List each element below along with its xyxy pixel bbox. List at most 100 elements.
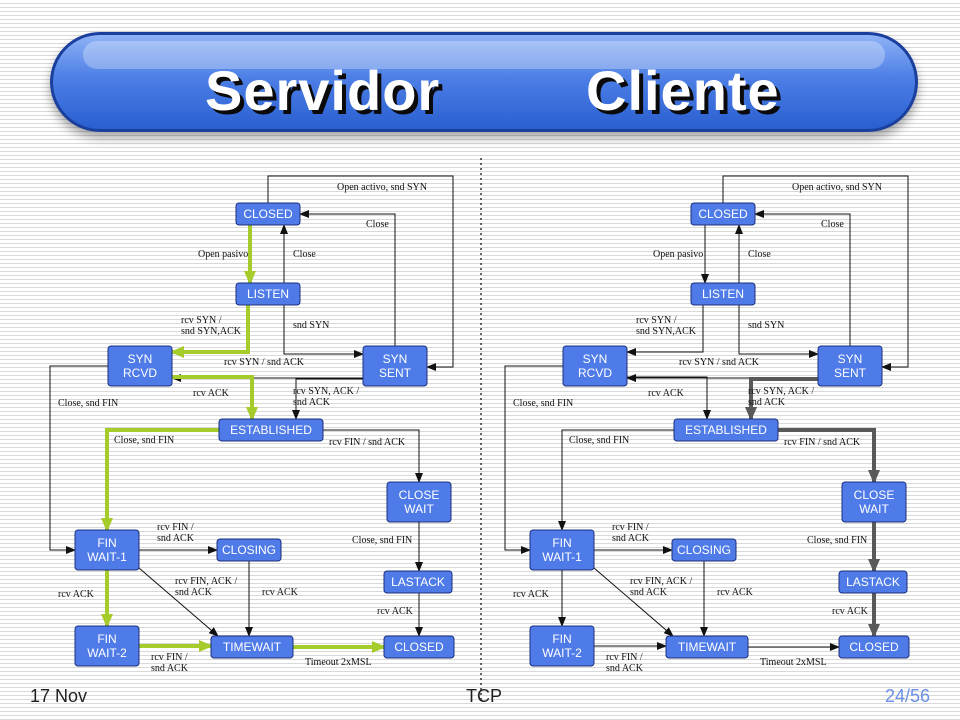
e-syn-sent-to-established-arrow	[292, 378, 363, 420]
state-closed-bottom: CLOSED	[838, 635, 910, 659]
e-listen-to-syn-rcvd-arrow	[626, 305, 704, 356]
e-syn-rcvd-to-fin-wait-1-arrow	[504, 365, 563, 554]
e-established-to-fin-wait-1-arrow	[101, 428, 219, 532]
e-open-activo-arrow	[722, 175, 909, 371]
label-close-snd-fin-est: Close, snd FIN	[569, 435, 629, 446]
state-closed-top: CLOSED	[235, 202, 301, 226]
label-open-activo: Open activo, snd SYN	[337, 182, 427, 193]
label-rcv-ack-closing: rcv ACK	[262, 587, 299, 598]
e-syn-rcvd-to-established-arrow	[627, 376, 711, 420]
state-label: CLOSED	[394, 640, 444, 654]
label-close-snd-fin-cw: Close, snd FIN	[352, 535, 412, 546]
e-close-from-syn-sent-arrow	[299, 210, 396, 346]
state-label: LISTEN	[702, 287, 744, 301]
label-rcv-fin-ack-snd-ack: rcv FIN, ACK /snd ACK	[630, 576, 692, 598]
label-timeout: Timeout 2xMSL	[760, 657, 827, 668]
state-label: LASTACK	[846, 575, 900, 589]
footer-topic: TCP	[466, 686, 502, 706]
footer-page-number: 24/56	[885, 686, 931, 706]
e-fin-wait-1-to-time-wait-arrow	[138, 567, 219, 637]
label-rcv-syn-snd-synack: rcv SYN /snd SYN,ACK	[181, 315, 242, 337]
label-rcv-syn-snd-ack: rcv SYN / snd ACK	[224, 357, 305, 368]
state-closed-bottom: CLOSED	[383, 635, 455, 659]
e-fin-wait-1-to-time-wait-arrow	[593, 567, 674, 637]
label-rcv-fin-snd-ack-est: rcv FIN / snd ACK	[329, 437, 406, 448]
label-rcv-ack-fw1: rcv ACK	[513, 589, 550, 600]
label-rcv-fin-snd-ack-fw2: rcv FIN /snd ACK	[606, 652, 644, 674]
label-close-listen: Close	[293, 249, 316, 260]
label-close-snd-fin-cw: Close, snd FIN	[807, 535, 867, 546]
label-timeout: Timeout 2xMSL	[305, 657, 372, 668]
state-label: CLOSING	[222, 543, 276, 557]
label-rcv-fin-snd-ack-fw1: rcv FIN /snd ACK	[157, 522, 195, 544]
state-label: TIMEWAIT	[678, 640, 737, 654]
e-established-to-fin-wait-1-arrow	[558, 429, 674, 531]
label-close-listen: Close	[748, 249, 771, 260]
label-open-activo: Open activo, snd SYN	[792, 182, 882, 193]
e-close-from-syn-sent-arrow	[754, 210, 851, 346]
e-syn-rcvd-to-fin-wait-1-arrow	[49, 365, 108, 554]
state-established: ESTABLISHED	[218, 418, 324, 442]
label-rcv-ack: rcv ACK	[648, 388, 685, 399]
state-listen: LISTEN	[690, 282, 756, 306]
state-label: CLOSED	[849, 640, 899, 654]
e-established-to-close-wait-arrow	[778, 428, 880, 484]
state-last-ack: LASTACK	[383, 570, 453, 594]
label-rcv-ack-lastack: rcv ACK	[377, 606, 414, 617]
state-label: LISTEN	[247, 287, 289, 301]
state-closing: CLOSING	[216, 538, 282, 562]
e-syn-sent-to-established-arrow	[745, 377, 818, 421]
label-rcv-ack-lastack: rcv ACK	[832, 606, 869, 617]
label-rcv-fin-snd-ack-fw1: rcv FIN /snd ACK	[612, 522, 650, 544]
title-banner	[50, 32, 918, 132]
state-listen: LISTEN	[235, 282, 301, 306]
e-established-to-close-wait-arrow	[323, 429, 423, 483]
state-time-wait: TIMEWAIT	[665, 635, 749, 659]
label-open-pasivo: Open pasivo	[653, 249, 703, 260]
label-close-top: Close	[366, 219, 389, 230]
client-title: Cliente	[586, 59, 780, 122]
label-rcv-ack: rcv ACK	[193, 388, 230, 399]
label-open-pasivo: Open pasivo	[198, 249, 248, 260]
state-label: CLOSED	[698, 207, 748, 221]
state-closed-top: CLOSED	[690, 202, 756, 226]
label-rcv-fin-snd-ack-est: rcv FIN / snd ACK	[784, 437, 861, 448]
e-listen-to-syn-sent-arrow	[283, 305, 364, 358]
state-closing: CLOSING	[671, 538, 737, 562]
state-label: TIMEWAIT	[223, 640, 282, 654]
state-label: ESTABLISHED	[685, 423, 767, 437]
label-close-top: Close	[821, 219, 844, 230]
label-close-snd-fin-est: Close, snd FIN	[114, 435, 174, 446]
label-rcv-fin-snd-ack-fw2: rcv FIN /snd ACK	[151, 652, 189, 674]
server-title: Servidor	[205, 59, 441, 122]
label-rcv-syn-snd-synack: rcv SYN /snd SYN,ACK	[636, 315, 697, 337]
e-syn-rcvd-to-established-arrow	[172, 375, 258, 421]
e-listen-to-syn-rcvd-arrow	[170, 305, 250, 358]
e-listen-to-syn-sent-arrow	[738, 305, 819, 358]
state-label: ESTABLISHED	[230, 423, 312, 437]
label-close-snd-fin-left: Close, snd FIN	[58, 398, 118, 409]
state-time-wait: TIMEWAIT	[210, 635, 294, 659]
label-rcv-ack-fw1: rcv ACK	[58, 589, 95, 600]
label-close-snd-fin-left: Close, snd FIN	[513, 398, 573, 409]
state-label: CLOSING	[677, 543, 731, 557]
footer-date: 17 Nov	[30, 686, 88, 706]
